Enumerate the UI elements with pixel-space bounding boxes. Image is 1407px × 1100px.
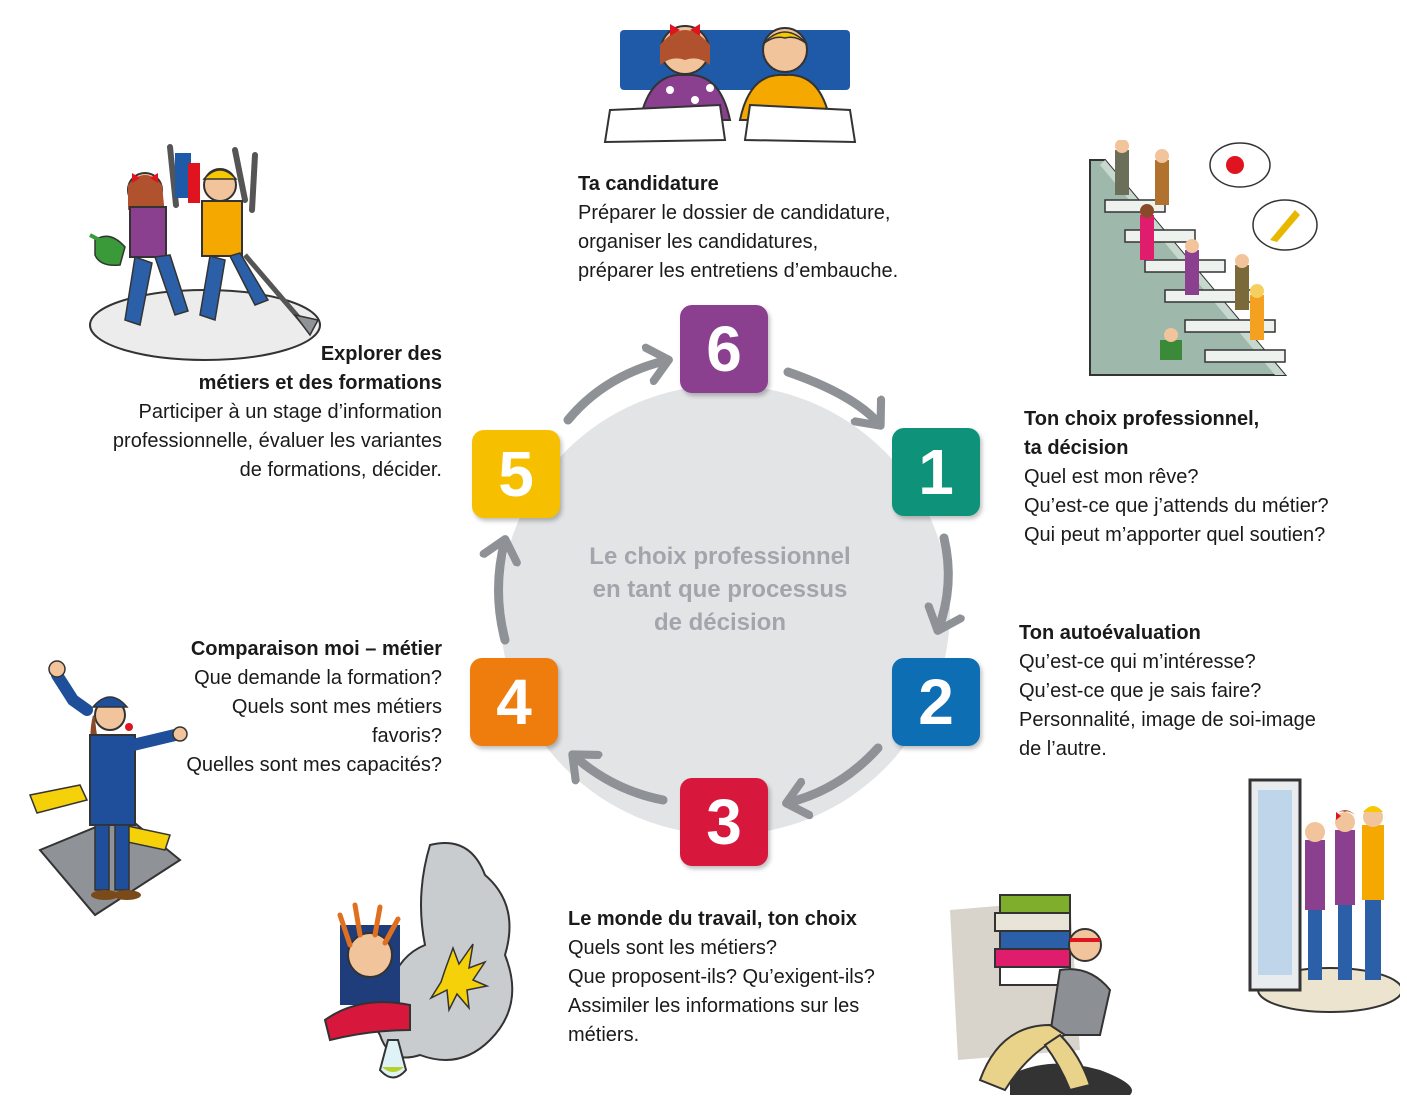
step-5-line: Participer à un stage d’information <box>138 401 443 423</box>
center-label: Le choix professionnel en tant que proce… <box>530 540 910 639</box>
step-4-box: 4 <box>470 658 558 746</box>
step-4-text: Comparaison moi – métier Que demande la … <box>110 635 442 780</box>
lab-explosion-illustration <box>323 842 514 1079</box>
step-4-line: Que demande la formation? <box>194 667 442 689</box>
arrow-6-to-1 <box>783 367 880 425</box>
students-writing-illustration <box>603 24 857 144</box>
step-5-text: Explorer des métiers et des formations P… <box>40 340 442 485</box>
step-6-text: Ta candidature Préparer le dossier de ca… <box>578 170 898 286</box>
step-2-box: 2 <box>892 658 980 746</box>
step-3-title: Le monde du travail, ton choix <box>568 908 857 930</box>
step-2-line: Qu’est-ce qui m’intéresse? <box>1019 651 1256 673</box>
people-on-stairs-illustration <box>1089 140 1318 376</box>
step-4-title: Comparaison moi – métier <box>190 638 442 660</box>
conductor-signaling-illustration <box>28 660 188 917</box>
step-6-box: 6 <box>680 305 768 393</box>
step-1-line: Qu’est-ce que j’attends du métier? <box>1024 495 1329 517</box>
step-5-line: professionnelle, évaluer les variantes <box>112 430 442 452</box>
step-2-text: Ton autoévaluation Qu’est-ce qui m’intér… <box>1019 619 1316 764</box>
step-3-line: métiers. <box>568 1024 640 1046</box>
step-1-title: Ton choix professionnel, <box>1024 408 1260 430</box>
step-4-line: favoris? <box>371 725 442 747</box>
arrow-3-to-4 <box>573 755 668 805</box>
step-5-box: 5 <box>472 430 560 518</box>
person-carrying-binders-illustration <box>950 894 1132 1095</box>
step-1-line: Qui peut m’apporter quel soutien? <box>1024 524 1326 546</box>
people-at-mirror-illustration <box>1248 778 1400 1013</box>
step-6-title: Ta candidature <box>578 173 719 195</box>
step-5-title: métiers et des formations <box>198 372 442 394</box>
step-1-box: 1 <box>892 428 980 516</box>
step-3-line: Que proposent-ils? Qu’exigent-ils? <box>568 966 875 988</box>
step-1-line: Quel est mon rêve? <box>1024 466 1199 488</box>
step-4-line: Quelles sont mes capacités? <box>186 754 442 776</box>
step-1-text: Ton choix professionnel, ta décision Que… <box>1024 405 1329 550</box>
students-with-tools-illustration <box>89 144 321 361</box>
arrow-2-to-3 <box>787 743 883 803</box>
step-3-box: 3 <box>680 778 768 866</box>
step-6-line: préparer les entretiens d’embauche. <box>578 260 899 282</box>
arrow-5-to-6 <box>563 360 668 425</box>
step-6-line: Préparer le dossier de candidature, <box>578 202 891 224</box>
center-label-line: Le choix professionnel <box>589 543 851 570</box>
step-2-line: Qu’est-ce que je sais faire? <box>1019 680 1262 702</box>
step-3-line: Assimiler les informations sur les <box>568 995 860 1017</box>
arrow-1-to-2 <box>938 533 948 630</box>
step-2-title: Ton autoévaluation <box>1019 622 1201 644</box>
step-6-line: organiser les candidatures, <box>578 231 819 253</box>
step-3-line: Quels sont les métiers? <box>568 937 777 959</box>
step-5-title: Explorer des <box>320 343 442 365</box>
center-label-line: de décision <box>653 609 787 636</box>
center-label-line: en tant que processus <box>592 576 848 603</box>
step-1-title: ta décision <box>1024 437 1129 459</box>
step-5-line: de formations, décider. <box>239 459 442 481</box>
step-3-text: Le monde du travail, ton choix Quels son… <box>568 905 875 1050</box>
step-2-line: de l’autre. <box>1019 738 1107 760</box>
step-4-line: Quels sont mes métiers <box>231 696 442 718</box>
step-2-line: Personnalité, image de soi-image <box>1019 709 1316 731</box>
arrow-4-to-5 <box>499 540 506 645</box>
